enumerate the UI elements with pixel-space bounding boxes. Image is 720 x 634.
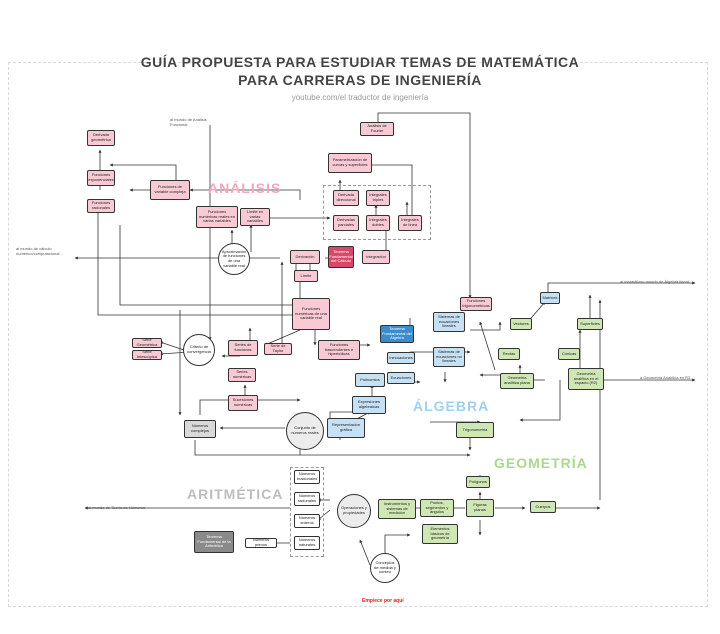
node-superficies[interactable]: Superficies (577, 318, 603, 330)
node-rectas[interactable]: Rectas (498, 348, 520, 360)
section-geometria: GEOMETRÍA (494, 455, 588, 471)
section-algebra: ÁLGEBRA (413, 398, 490, 414)
node-operaciones-propiedades[interactable]: Operaciones y propiedades (337, 494, 371, 528)
node-numeros-complejos[interactable]: Números complejos (184, 420, 216, 438)
node-integrales-dobles[interactable]: Integrales dobles (366, 215, 390, 231)
note-calculo-numerico: al mundo de cálculo numérico/computacion… (16, 246, 63, 256)
node-sucesiones[interactable]: Sucesiones numéricas (228, 395, 258, 411)
start-label: Empiece por aquí (362, 598, 404, 604)
node-aproximacion-funciones[interactable]: Aproximación de funciones de una variabl… (218, 243, 250, 275)
page-frame (8, 62, 708, 607)
node-sistemas-lineales[interactable]: Sistemas de ecuaciones lineales (433, 312, 465, 332)
note-analisis-funcional: al mundo de Análisis Funcional (170, 117, 207, 127)
node-teorema-fundamental-calculo[interactable]: Teorema Fundamental del Cálculo (328, 246, 354, 268)
node-series-numericas[interactable]: Series numéricas (228, 368, 256, 382)
node-vectores[interactable]: Vectores (510, 318, 532, 330)
node-parametrizacion[interactable]: Parametrización de curvas y superficies (328, 153, 372, 173)
group-varias-variables (323, 185, 431, 240)
node-polinomios[interactable]: Polinomios (355, 373, 385, 387)
section-aritmetica: ARITMÉTICA (187, 486, 284, 502)
node-funciones-racionales[interactable]: Funciones racionales (87, 199, 115, 213)
note-algebra-lineal: al maravilloso mundo de Álgebra lineal (620, 279, 689, 284)
node-limite[interactable]: Límite (294, 270, 318, 282)
node-funciones-trascendentes[interactable]: Funciones trascendentes e hiperbólicas (318, 340, 360, 360)
node-poligonos[interactable]: Polígonos (466, 476, 490, 488)
node-expresiones-algebraicas[interactable]: Expresiones algebraicas (352, 396, 386, 414)
node-numeros-naturales[interactable]: Números naturales (294, 536, 320, 550)
node-cuerpos[interactable]: Cuerpos (530, 501, 556, 513)
node-criterio-convergencia[interactable]: Criterio de convergencia (183, 334, 215, 366)
node-derivada-direccional[interactable]: Derivada direccional (333, 190, 359, 206)
note-geometria-analitica: a Geometría Analítica en R3 (640, 375, 691, 380)
title-line-2: PARA CARRERAS DE INGENIERÍA (238, 72, 482, 88)
node-funciones-una-variable[interactable]: Funciones numéricas de una variable real (292, 298, 330, 330)
node-numeros-enteros[interactable]: Números enteros (294, 514, 320, 528)
node-limite-varias-variables[interactable]: Límite en varias variables (240, 208, 270, 226)
node-teorema-fundamental-algebra[interactable]: Teorema Fundamental del Álgebra (380, 325, 414, 343)
node-integracion[interactable]: Integración (362, 250, 390, 264)
node-matrices[interactable]: Matrices (540, 292, 560, 304)
node-conceptos-medida-conteo[interactable]: Conceptos de medida y conteo (370, 553, 400, 583)
node-integrales-triples[interactable]: Integrales triples (366, 190, 390, 206)
node-representacion-grafica[interactable]: Representación gráfica (327, 418, 365, 438)
node-elementos-basicos[interactable]: Elementos básicos de geometría (422, 524, 458, 544)
node-sistemas-no-lineales[interactable]: Sistemas de ecuaciones no lineales (433, 347, 465, 367)
node-analisis-fourier[interactable]: Análisis de Fourier (360, 122, 394, 136)
node-integrales-linea[interactable]: Integrales de línea (398, 215, 422, 231)
node-geometria-analitica-plana[interactable]: Geometría analítica plana (500, 373, 534, 389)
node-trigonometria[interactable]: Trigonometría (456, 422, 494, 438)
node-serie-telescopica[interactable]: Serie telescópica (132, 350, 162, 360)
node-conicas[interactable]: Cónicas (558, 348, 580, 360)
node-serie-geometrica[interactable]: Serie Geométrica (132, 338, 162, 348)
node-geometria-analitica-espacio[interactable]: Geometría analítica en el espacio (R2) (568, 368, 604, 390)
node-inecuaciones[interactable]: Inecuaciones (387, 352, 415, 364)
node-funciones-varias-variables[interactable]: Funciones numéricas reales en varias var… (196, 206, 238, 228)
node-numeros-racionales[interactable]: Números racionales (294, 492, 320, 506)
node-instrumentos-medicion[interactable]: Instrumentos y sistemas de medición (378, 499, 416, 519)
node-funciones-variable-compleja[interactable]: Funciones de variable compleja (150, 180, 190, 200)
node-derivadas-parciales[interactable]: Derivadas parciales (333, 215, 359, 231)
title-line-1: GUÍA PROPUESTA PARA ESTUDIAR TEMAS DE MA… (140, 54, 580, 70)
node-funciones-exponenciales[interactable]: Funciones exponenciales (87, 170, 115, 186)
node-derivacion[interactable]: Derivación (290, 250, 320, 264)
note-teoria-numeros: al mundo de Teoría de Números (88, 505, 146, 510)
node-funciones-trigonometricas[interactable]: Funciones trigonométricas (460, 297, 492, 311)
node-serie-taylor[interactable]: Serie de Taylor (264, 343, 292, 355)
node-numeros-irracionales[interactable]: Números irracionales (294, 470, 320, 484)
node-puntos-rectas[interactable]: Puntos, segmentos y ángulos (420, 499, 454, 517)
node-figuras-planas[interactable]: Figuras planas (466, 499, 494, 517)
node-teorema-fundamental-aritmetica[interactable]: Teorema Fundamental de la Aritmética (194, 531, 234, 553)
node-numeros-primos[interactable]: Números primos (245, 538, 277, 548)
section-analisis: ANÁLISIS (208, 180, 282, 196)
group-conjuntos-numericos (290, 467, 324, 557)
node-ecuaciones[interactable]: Ecuaciones (387, 372, 415, 384)
node-conjunto-numeros-reales[interactable]: Conjunto de números reales (286, 412, 324, 450)
node-derivada-geometrica[interactable]: Derivada geométrica (87, 130, 115, 146)
node-series-funciones[interactable]: Series de funciones (228, 340, 258, 356)
subtitle: youtube.com/el traductor de ingeniería (291, 93, 429, 102)
